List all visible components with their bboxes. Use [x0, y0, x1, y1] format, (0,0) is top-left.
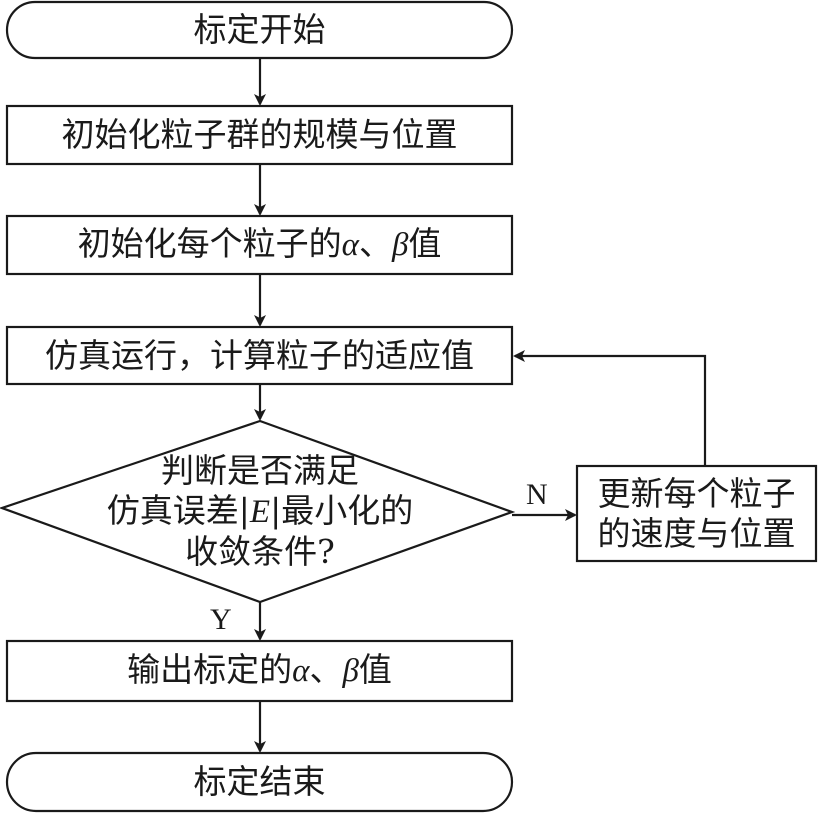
update-line-1: 更新每个粒子 — [597, 473, 796, 513]
edge-update-to-simulate — [513, 350, 707, 466]
decision-line-2-prefix: 仿真误差| — [106, 490, 250, 530]
update-box-shape — [575, 464, 818, 563]
beta-symbol: β — [342, 653, 359, 690]
simulate-box-shape — [5, 325, 514, 386]
decision-diamond: 判断是否满足 仿真误差|E|最小化的 收敛条件? — [60, 445, 460, 577]
update-box: 更新每个粒子 的速度与位置 — [577, 466, 816, 561]
error-variable: E — [249, 493, 271, 530]
decision-line-1: 判断是否满足 — [161, 450, 359, 490]
init-params-suffix: 值 — [408, 224, 442, 264]
output-label: 输出标定的α、β值 — [127, 650, 392, 692]
update-line-2: 的速度与位置 — [597, 513, 796, 553]
decision-line-3: 收敛条件? — [185, 531, 335, 571]
start-label: 标定开始 — [193, 10, 326, 50]
output-box: 输出标定的α、β值 — [7, 641, 512, 701]
init-swarm-label: 初始化粒子群的规模与位置 — [61, 115, 458, 155]
init-params-label: 初始化每个粒子的α、β值 — [78, 224, 442, 266]
edge-label-no: N — [526, 478, 548, 511]
edge-label-yes: Y — [210, 603, 232, 636]
end-terminal-shape — [5, 751, 514, 813]
init-swarm-box: 初始化粒子群的规模与位置 — [7, 106, 512, 164]
output-prefix: 输出标定的 — [127, 650, 293, 690]
end-label: 标定结束 — [193, 762, 326, 802]
output-suffix: 值 — [358, 650, 392, 690]
separator: 、 — [309, 650, 343, 690]
init-params-box-shape — [5, 214, 514, 276]
init-params-prefix: 初始化每个粒子的 — [77, 224, 342, 264]
beta-symbol: β — [391, 227, 409, 264]
simulate-label: 仿真运行，计算粒子的适应值 — [45, 335, 474, 375]
alpha-symbol: α — [292, 653, 310, 690]
init-swarm-box-shape — [5, 104, 514, 166]
end-terminal: 标定结束 — [7, 753, 512, 811]
start-terminal: 标定开始 — [7, 2, 512, 58]
decision-line-2-suffix: |最小化的 — [270, 490, 414, 530]
output-box-shape — [5, 639, 514, 703]
alpha-symbol: α — [341, 227, 359, 264]
decision-line-2: 仿真误差|E|最小化的 — [107, 491, 413, 532]
init-params-box: 初始化每个粒子的α、β值 — [7, 216, 512, 274]
separator: 、 — [358, 224, 392, 264]
simulate-box: 仿真运行，计算粒子的适应值 — [7, 327, 512, 384]
